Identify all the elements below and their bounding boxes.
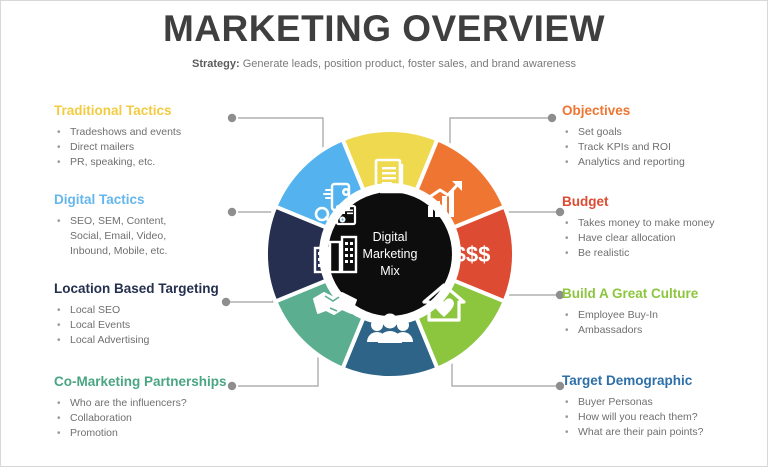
list-item-cont: Inbound, Mobile, etc. <box>70 245 168 258</box>
list-item: Be realistic <box>562 246 768 261</box>
callout-title: Budget <box>562 194 609 209</box>
list-item: Direct mailers <box>54 140 269 155</box>
list-item: Who are the influencers? <box>54 396 269 411</box>
house-heart-icon <box>422 283 466 322</box>
callout-digital-tactics[interactable]: Digital Tactics SEO, SEM, Content, Socia… <box>54 192 269 259</box>
devices-icon <box>314 182 357 226</box>
strategy-subtitle: Strategy: Generate leads, position produ… <box>0 58 768 70</box>
list-item: Buyer Personas <box>562 395 768 410</box>
callout-build-a-great-culture[interactable]: Build A Great Culture Employee Buy-In Am… <box>562 286 768 338</box>
callout-title: Location Based Targeting <box>54 281 219 296</box>
callout-list: Takes money to make money Have clear all… <box>562 216 768 261</box>
callout-list: Local SEO Local Events Local Advertising <box>54 303 269 348</box>
list-item: Local Events <box>54 318 269 333</box>
handshake-icon <box>313 292 357 315</box>
callout-list: SEO, SEM, Content, Social, Email, Video,… <box>54 214 269 259</box>
list-item: Collaboration <box>54 411 269 426</box>
list-item: Set goals <box>562 125 768 140</box>
list-item-cont: Social, Email, Video, <box>70 230 167 243</box>
list-item: Local Advertising <box>54 333 269 348</box>
callout-list: Set goals Track KPIs and ROI Analytics a… <box>562 125 768 170</box>
list-item: Ambassadors <box>562 323 768 338</box>
list-item: Employee Buy-In <box>562 308 768 323</box>
callout-title: Objectives <box>562 103 631 118</box>
callout-title: Co-Marketing Partnerships <box>54 374 227 389</box>
marketing-mix-wheel: $$$ <box>264 128 516 380</box>
callout-title: Target Demographic <box>562 373 693 388</box>
wheel-segment-digital-tactics[interactable] <box>272 136 367 231</box>
hub-circle <box>328 192 452 316</box>
money-icon: $$$ <box>454 242 491 267</box>
list-item: What are their pain points? <box>562 425 768 440</box>
list-item: Analytics and reporting <box>562 155 768 170</box>
growth-chart-icon <box>426 181 462 217</box>
list-item: PR, speaking, etc. <box>54 155 269 170</box>
callout-title: Traditional Tactics <box>54 103 172 118</box>
callout-budget[interactable]: Budget Takes money to make money Have cl… <box>562 194 768 261</box>
callout-location-based-targeting[interactable]: Location Based Targeting Local SEO Local… <box>54 281 269 348</box>
callout-list: Employee Buy-In Ambassadors <box>562 308 768 338</box>
callout-list: Who are the influencers? Collaboration P… <box>54 396 269 441</box>
list-item: Track KPIs and ROI <box>562 140 768 155</box>
list-item: SEO, SEM, Content, <box>54 214 269 229</box>
list-item: How will you reach them? <box>562 410 768 425</box>
callout-objectives[interactable]: Objectives Set goals Track KPIs and ROI … <box>562 103 768 170</box>
callout-target-demographic[interactable]: Target Demographic Buyer Personas How wi… <box>562 373 768 440</box>
people-group-icon <box>367 313 413 343</box>
strategy-label: Strategy: <box>192 58 240 70</box>
callout-list: Tradeshows and events Direct mailers PR,… <box>54 125 269 170</box>
callout-co-marketing-partnerships[interactable]: Co-Marketing Partnerships Who are the in… <box>54 374 269 441</box>
list-item: Promotion <box>54 426 269 441</box>
page-title: MARKETING OVERVIEW <box>162 8 606 49</box>
document-icon <box>374 158 404 194</box>
list-item: Takes money to make money <box>562 216 768 231</box>
buildings-icon <box>313 235 358 274</box>
strategy-text: Generate leads, position product, foster… <box>239 58 576 70</box>
callout-list: Buyer Personas How will you reach them? … <box>562 395 768 440</box>
list-item: Tradeshows and events <box>54 125 269 140</box>
list-item: Have clear allocation <box>562 231 768 246</box>
callout-title: Digital Tactics <box>54 192 145 207</box>
list-item: Local SEO <box>54 303 269 318</box>
callout-title: Build A Great Culture <box>562 286 699 301</box>
callout-traditional-tactics[interactable]: Traditional Tactics Tradeshows and event… <box>54 103 269 170</box>
